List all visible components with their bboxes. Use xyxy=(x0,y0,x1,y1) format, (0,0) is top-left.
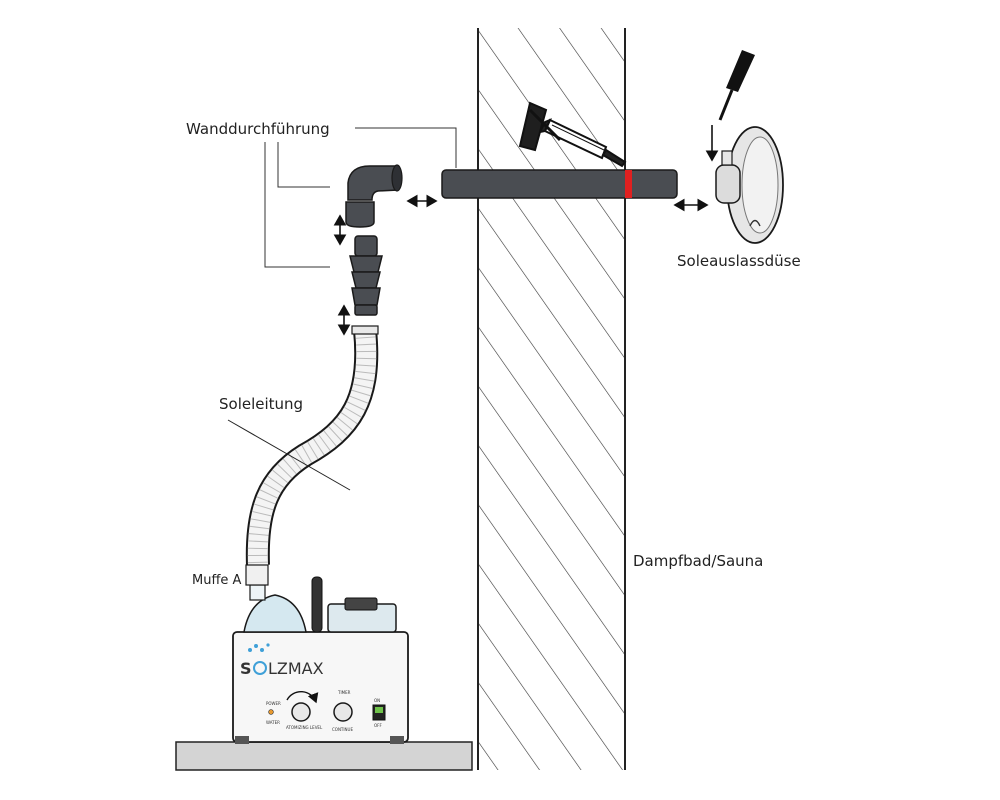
label-sleeve-a: Muffe A xyxy=(192,573,242,588)
solzmax-device: S LZMAX POWER WATER ATOMIZING LEVEL TIME… xyxy=(232,564,409,744)
elbow-fitting xyxy=(345,164,403,228)
wall-pipe-leader xyxy=(355,127,457,168)
shelf xyxy=(175,741,473,771)
label-wall-feedthrough: Wanddurchführung xyxy=(186,120,330,138)
atomizing-label: ATOMIZING LEVEL xyxy=(286,725,323,730)
brine-hose xyxy=(227,325,379,566)
wall-pipe xyxy=(441,169,678,199)
assembly-arrows xyxy=(333,125,719,336)
hose-adapter xyxy=(349,235,383,316)
label-brine-line: Soleleitung xyxy=(219,395,304,413)
sealant-ring xyxy=(625,170,632,198)
timer-label: TIMER xyxy=(337,690,351,695)
power-label: POWER xyxy=(266,701,281,706)
brand-suffix: LZMAX xyxy=(268,659,324,678)
continue-label: CONTINUE xyxy=(332,727,353,732)
off-label: OFF xyxy=(374,723,382,728)
on-label: ON xyxy=(374,698,380,703)
label-steam-room: Dampfbad/Sauna xyxy=(633,552,764,570)
label-brine-outlet-nozzle: Soleauslassdüse xyxy=(677,252,801,270)
screwdriver-icon xyxy=(718,50,755,121)
brand-prefix: S xyxy=(240,659,252,678)
feedthrough-bracket xyxy=(264,142,330,268)
wall xyxy=(477,28,626,770)
outlet-nozzle xyxy=(715,126,784,244)
caulking-gun-icon xyxy=(518,101,627,168)
water-label: WATER xyxy=(266,720,280,725)
